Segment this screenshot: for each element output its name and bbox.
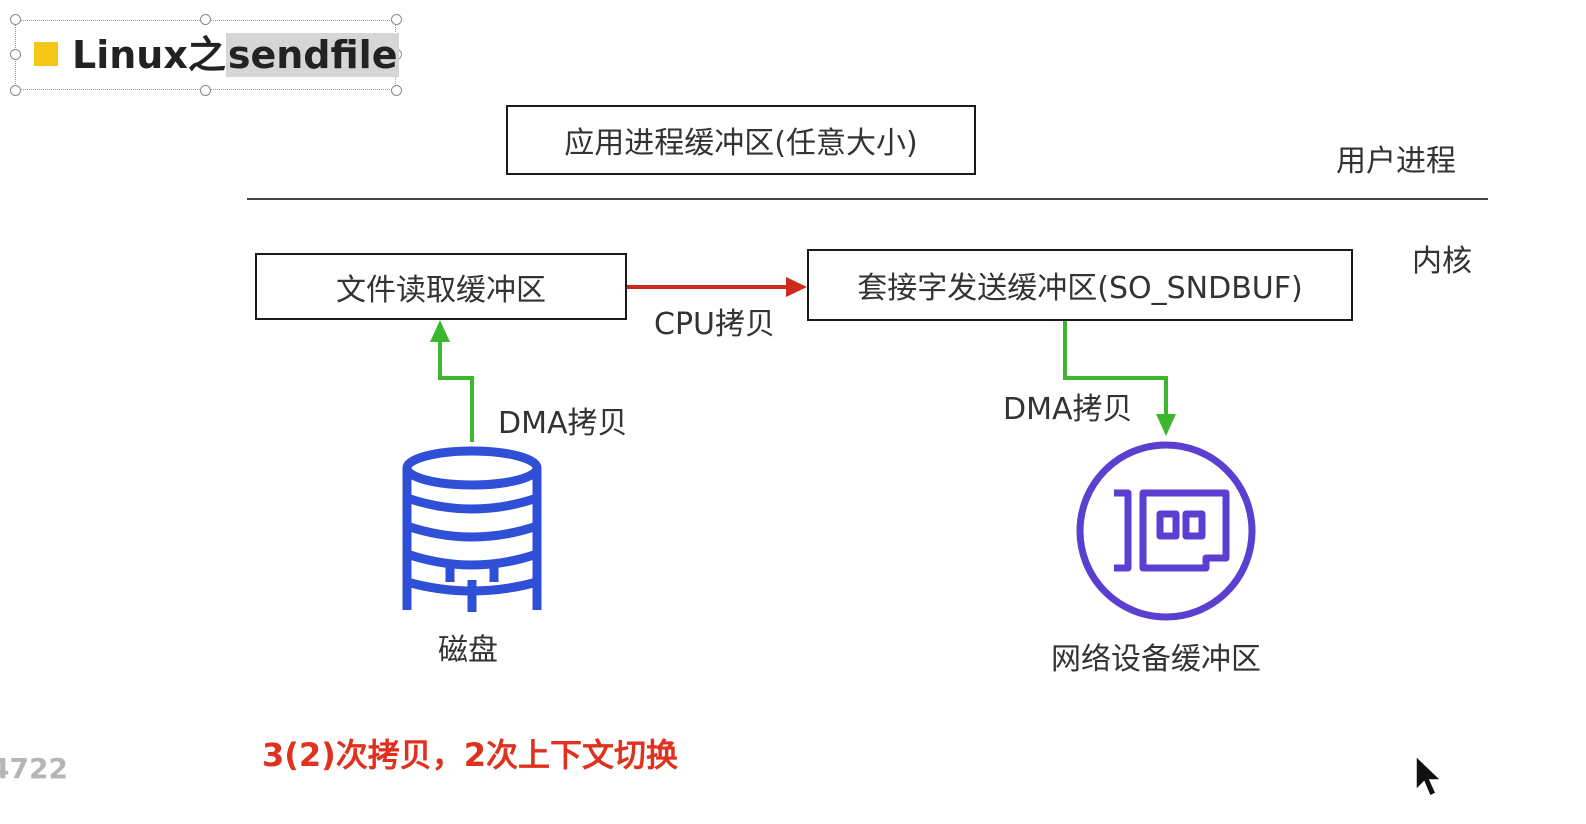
title-bullet-icon: [34, 42, 58, 66]
dma-copy-label-disk: DMA拷贝: [498, 406, 628, 441]
user-kernel-divider: [247, 198, 1488, 200]
dma-copy-arrow-nic: [1063, 321, 1176, 436]
resize-handle[interactable]: [200, 14, 211, 25]
resize-handle[interactable]: [200, 85, 211, 96]
cpu-copy-arrow: [627, 277, 807, 297]
resize-handle[interactable]: [10, 14, 21, 25]
dma-copy-arrow-disk: [430, 320, 474, 442]
mouse-cursor-icon: [1415, 754, 1443, 798]
dma-copy-label-nic: DMA拷贝: [1003, 392, 1133, 427]
slide-number: 4722: [0, 752, 68, 785]
network-card-icon: [1076, 441, 1256, 621]
disk-label: 磁盘: [438, 633, 498, 668]
app-process-buffer-label: 应用进程缓冲区(任意大小): [564, 126, 918, 161]
resize-handle[interactable]: [391, 85, 402, 96]
resize-handle[interactable]: [10, 85, 21, 96]
title-highlight: sendfile: [225, 33, 400, 77]
resize-handle[interactable]: [391, 14, 402, 25]
socket-send-buffer-box: 套接字发送缓冲区(SO_SNDBUF): [807, 249, 1353, 321]
resize-handle[interactable]: [10, 49, 21, 60]
file-read-buffer-label: 文件读取缓冲区: [336, 272, 546, 308]
title-prefix: Linux之: [72, 33, 226, 77]
app-process-buffer-box: 应用进程缓冲区(任意大小): [506, 105, 976, 175]
socket-send-buffer-label: 套接字发送缓冲区(SO_SNDBUF): [857, 271, 1303, 306]
file-read-buffer-box: 文件读取缓冲区: [255, 253, 627, 320]
slide-title[interactable]: Linux之sendfile: [72, 30, 400, 80]
copy-summary-text: 3(2)次拷贝，2次上下文切换: [262, 736, 679, 774]
nic-buffer-label: 网络设备缓冲区: [1051, 642, 1261, 677]
kernel-zone-label: 内核: [1412, 244, 1472, 279]
user-process-zone-label: 用户进程: [1336, 144, 1456, 179]
cpu-copy-label: CPU拷贝: [654, 307, 775, 342]
database-icon: [402, 446, 542, 612]
